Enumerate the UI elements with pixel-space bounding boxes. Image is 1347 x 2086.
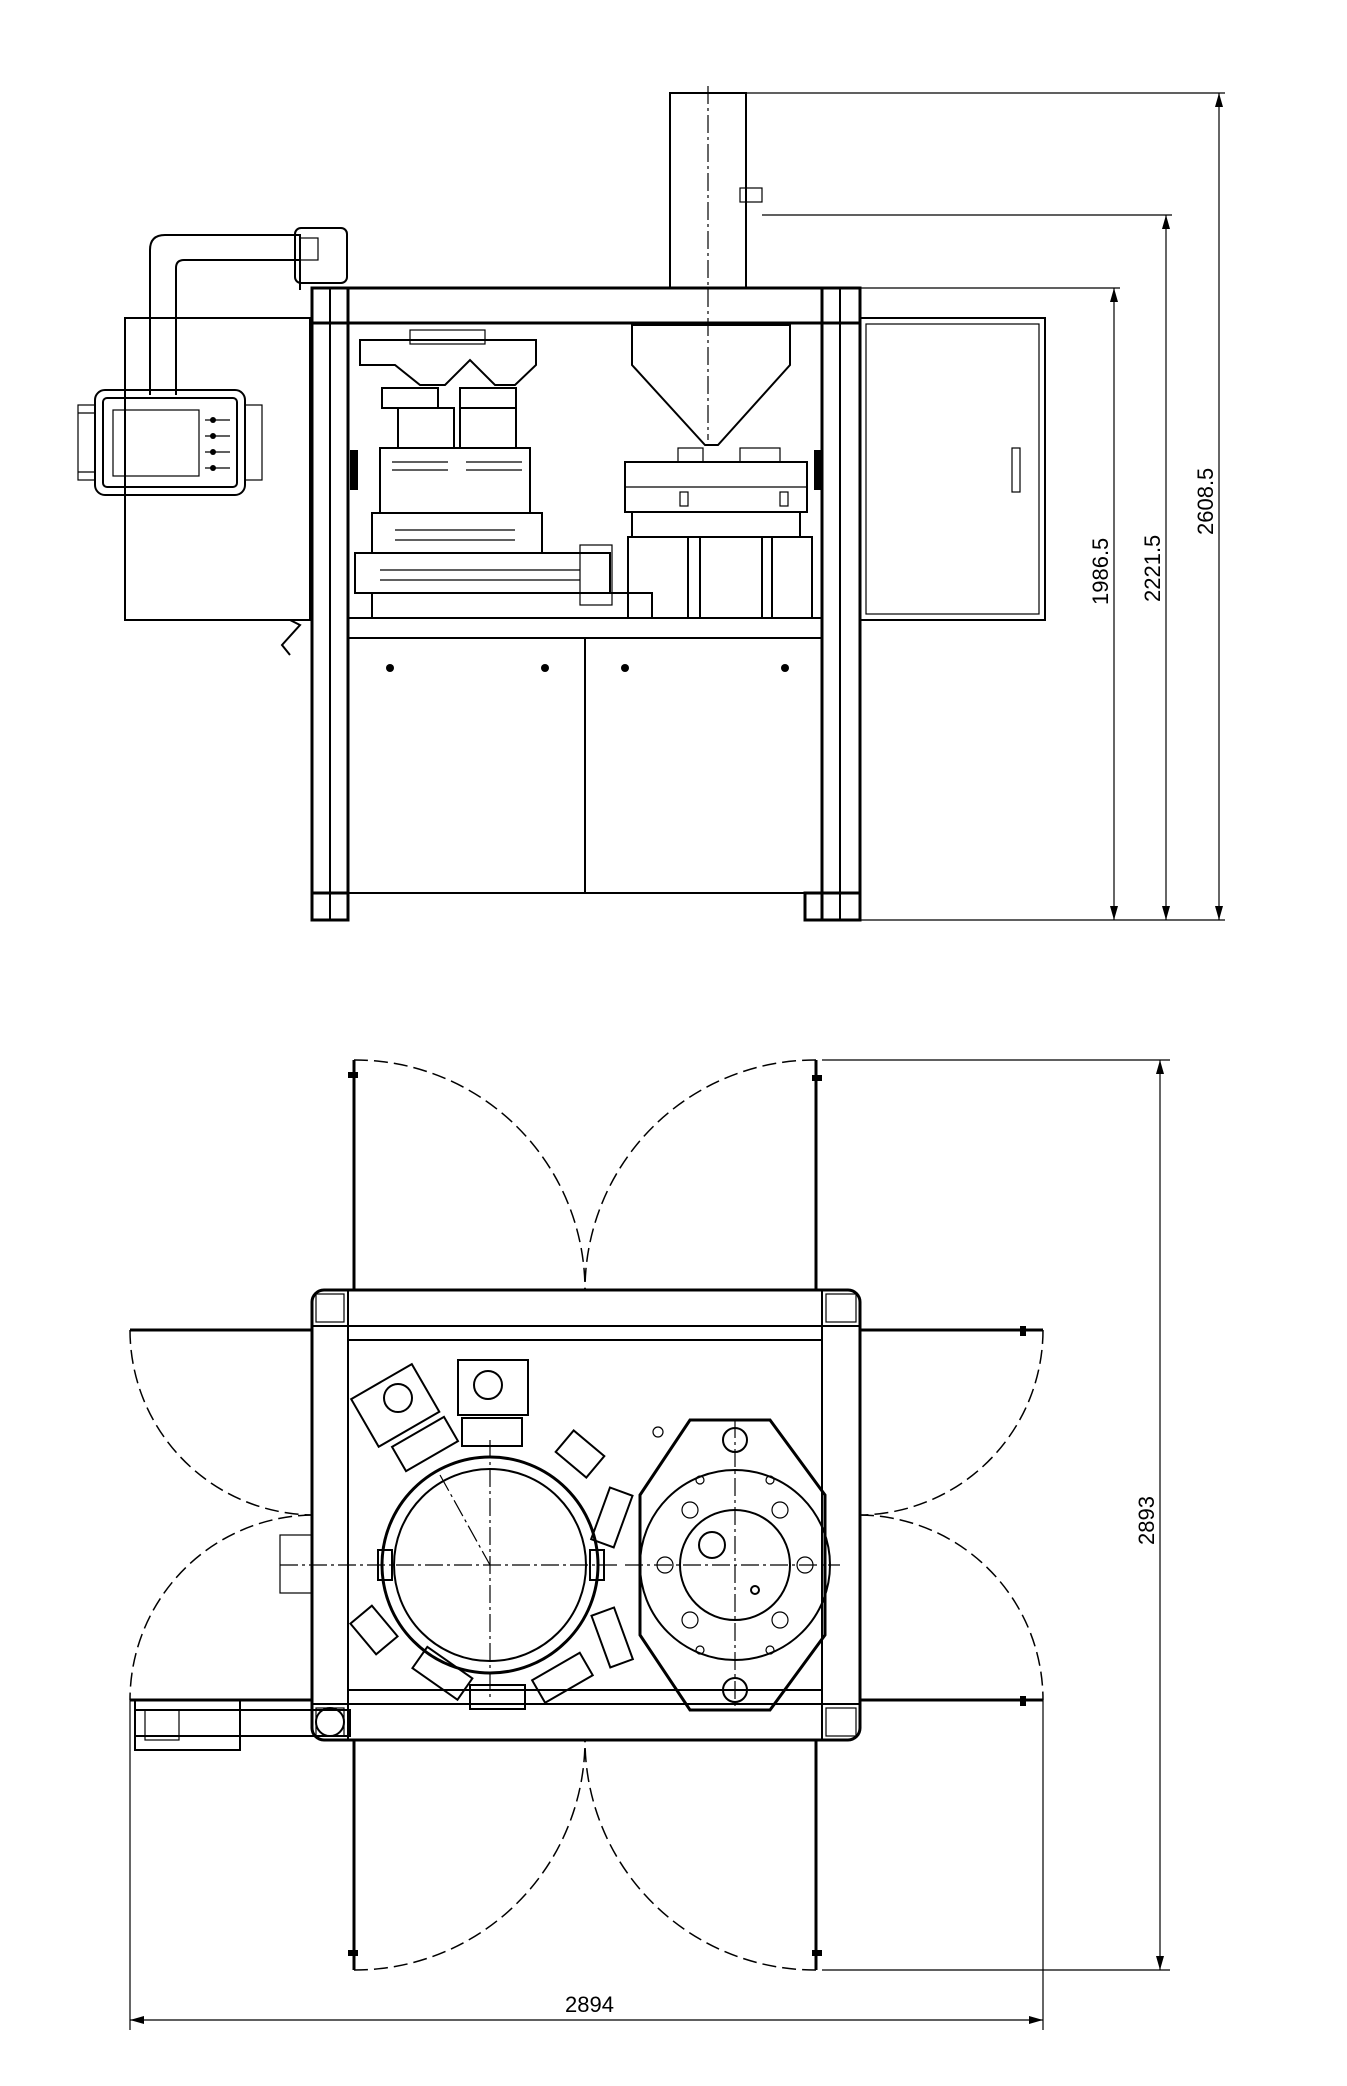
control-panel <box>77 389 263 496</box>
arm-pipe <box>149 227 348 395</box>
door-swing-arcs <box>129 1059 1044 1971</box>
dimension-height-2221: 2221.5 <box>1140 535 1165 602</box>
dosing-disc <box>280 1359 635 1710</box>
dosing-station <box>354 329 653 619</box>
turret-station <box>624 324 813 619</box>
open-doors <box>130 1060 1043 1970</box>
plan-arm-pipe <box>134 1534 351 1751</box>
plan-frame <box>310 1288 862 1742</box>
dimension-height-2608: 2608.5 <box>1193 468 1218 535</box>
left-side-panel <box>124 317 311 621</box>
plan-view: 2893 2894 <box>129 1059 1170 2030</box>
turret-disc <box>625 1418 840 1712</box>
dimension-width-2894: 2894 <box>565 1992 614 2017</box>
main-frame <box>280 286 862 922</box>
right-side-cabinet <box>859 317 1046 621</box>
elevation-dimensions <box>746 92 1225 921</box>
front-elevation: 1986.5 2221.5 2608.5 <box>77 86 1225 922</box>
dimension-depth-2893: 2893 <box>1134 1496 1159 1545</box>
plan-dimensions <box>129 1059 1170 2030</box>
extraction-column <box>669 86 763 440</box>
dimension-height-1986: 1986.5 <box>1088 538 1113 605</box>
